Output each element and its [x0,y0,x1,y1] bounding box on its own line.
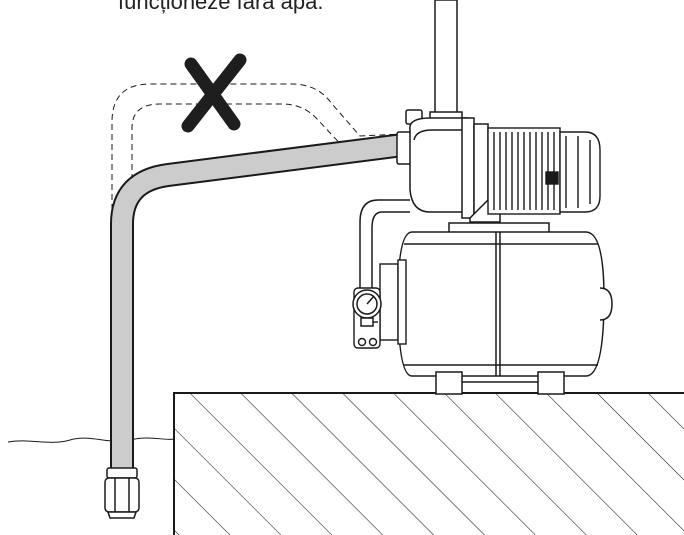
suction-pipe [110,133,405,480]
ground-block [173,392,684,535]
pump-body [396,109,501,223]
pressure-tank [397,222,613,395]
caption-text: funcționeze fără apă. [118,0,324,14]
incorrect-pipe-route [111,83,403,440]
x-mark-icon [181,53,247,133]
discharge-pipe [429,0,463,131]
foot-valve [104,467,140,519]
pump-motor [487,127,601,215]
connection-hose [359,199,410,290]
pressure-gauge-icon [352,289,382,327]
water-surface-line [7,437,175,443]
